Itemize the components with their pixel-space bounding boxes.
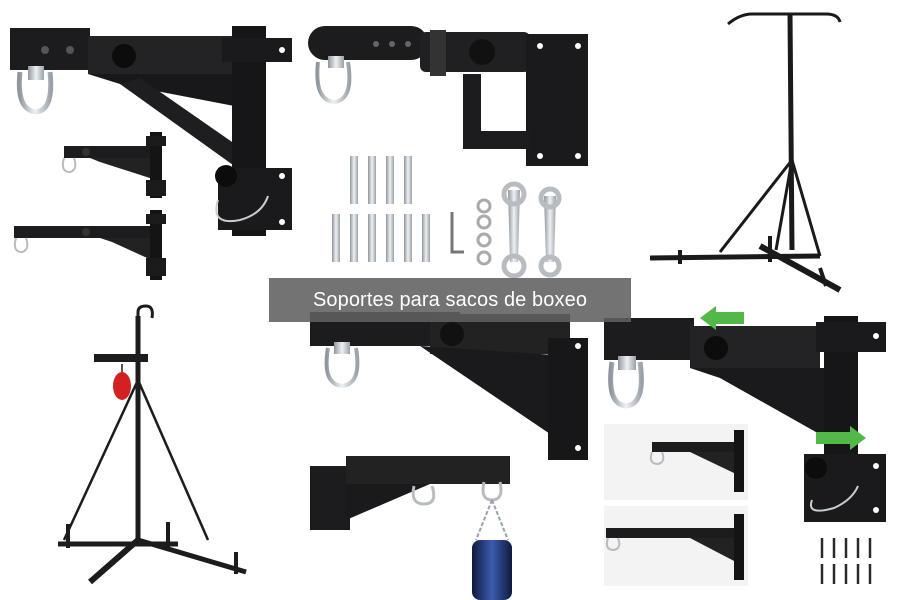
adjustable-bracket-thumbnail-top [604,424,748,500]
wall-bracket-side-view-image [310,312,588,600]
hardware-kit-image [332,156,562,279]
caption-text: Soportes para sacos de boxeo [312,288,588,311]
caption-banner: Soportes para sacos de boxeo [269,278,631,322]
wall-bracket-main-image [10,26,292,236]
heavy-bag-stand-image [649,12,842,293]
tube-wall-bracket-image [308,26,588,166]
wall-bracket-thumbnail-bottom [13,210,166,280]
wall-bracket-thumbnail-top [61,132,166,198]
adjustable-bracket-image [604,306,886,522]
green-arrow-icon [700,306,744,330]
green-arrow-icon [816,426,866,450]
adjustable-bracket-thumbnail-bottom [604,506,748,586]
bolt-set-image [820,538,872,584]
speed-bag-stand-image [58,304,247,585]
